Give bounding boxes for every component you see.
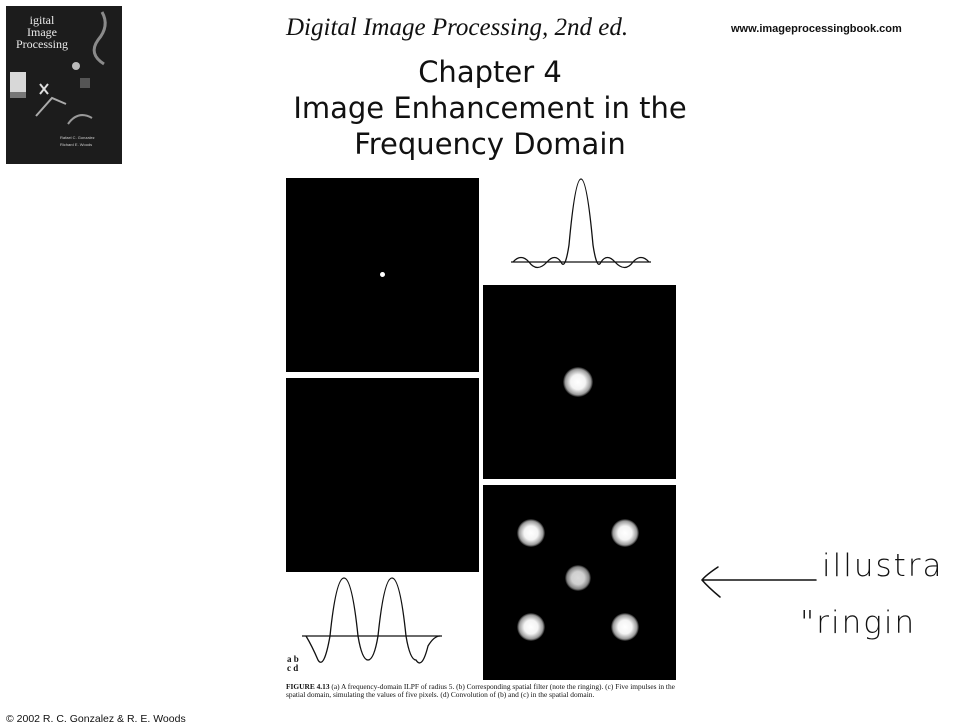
figure-caption: FIGURE 4.13 (a) A frequency-domain ILPF … — [286, 683, 682, 699]
figure-panel-d — [483, 485, 676, 680]
convolution-profile — [302, 577, 442, 664]
handwritten-arrow-icon — [701, 566, 817, 598]
figure-caption-text: (a) A frequency-domain ILPF of radius 5.… — [286, 682, 675, 699]
chapter-title-line-2: Frequency Domain — [354, 127, 626, 161]
convolution-blob — [517, 613, 545, 641]
spatial-filter-blob — [563, 367, 593, 397]
cover-authors: Rafael C. Gonzalez Richard E. Woods — [60, 135, 95, 147]
convolution-blob — [565, 565, 591, 591]
figure-sub-labels: a b c d — [287, 654, 299, 673]
figure-panel-a — [286, 178, 479, 372]
handwritten-annotation-line-1: illustra — [822, 548, 944, 584]
spatial-filter-profile — [511, 178, 651, 269]
website-url: www.imageprocessingbook.com — [731, 23, 902, 35]
figure-panel-b — [483, 285, 676, 479]
book-cover-image: igital Image Processing Rafael C. Gonzal… — [6, 6, 122, 164]
convolution-blob — [611, 519, 639, 547]
chapter-number: Chapter 4 — [418, 55, 562, 89]
copyright-notice: © 2002 R. C. Gonzalez & R. E. Woods — [6, 713, 186, 725]
convolution-blob — [517, 519, 545, 547]
chapter-title-line-1: Image Enhancement in the — [293, 91, 687, 125]
chapter-heading: Chapter 4 Image Enhancement in the Frequ… — [260, 54, 720, 162]
cover-title: igital Image Processing — [16, 13, 68, 51]
cover-artwork — [10, 11, 107, 125]
book-title: Digital Image Processing, 2nd ed. — [286, 14, 629, 41]
figure-panel-c — [286, 378, 479, 572]
convolution-blob — [611, 613, 639, 641]
impulse-dot — [380, 272, 385, 277]
handwritten-annotation-line-2: "ringin — [800, 605, 917, 641]
figure-caption-label: FIGURE 4.13 — [286, 682, 330, 691]
